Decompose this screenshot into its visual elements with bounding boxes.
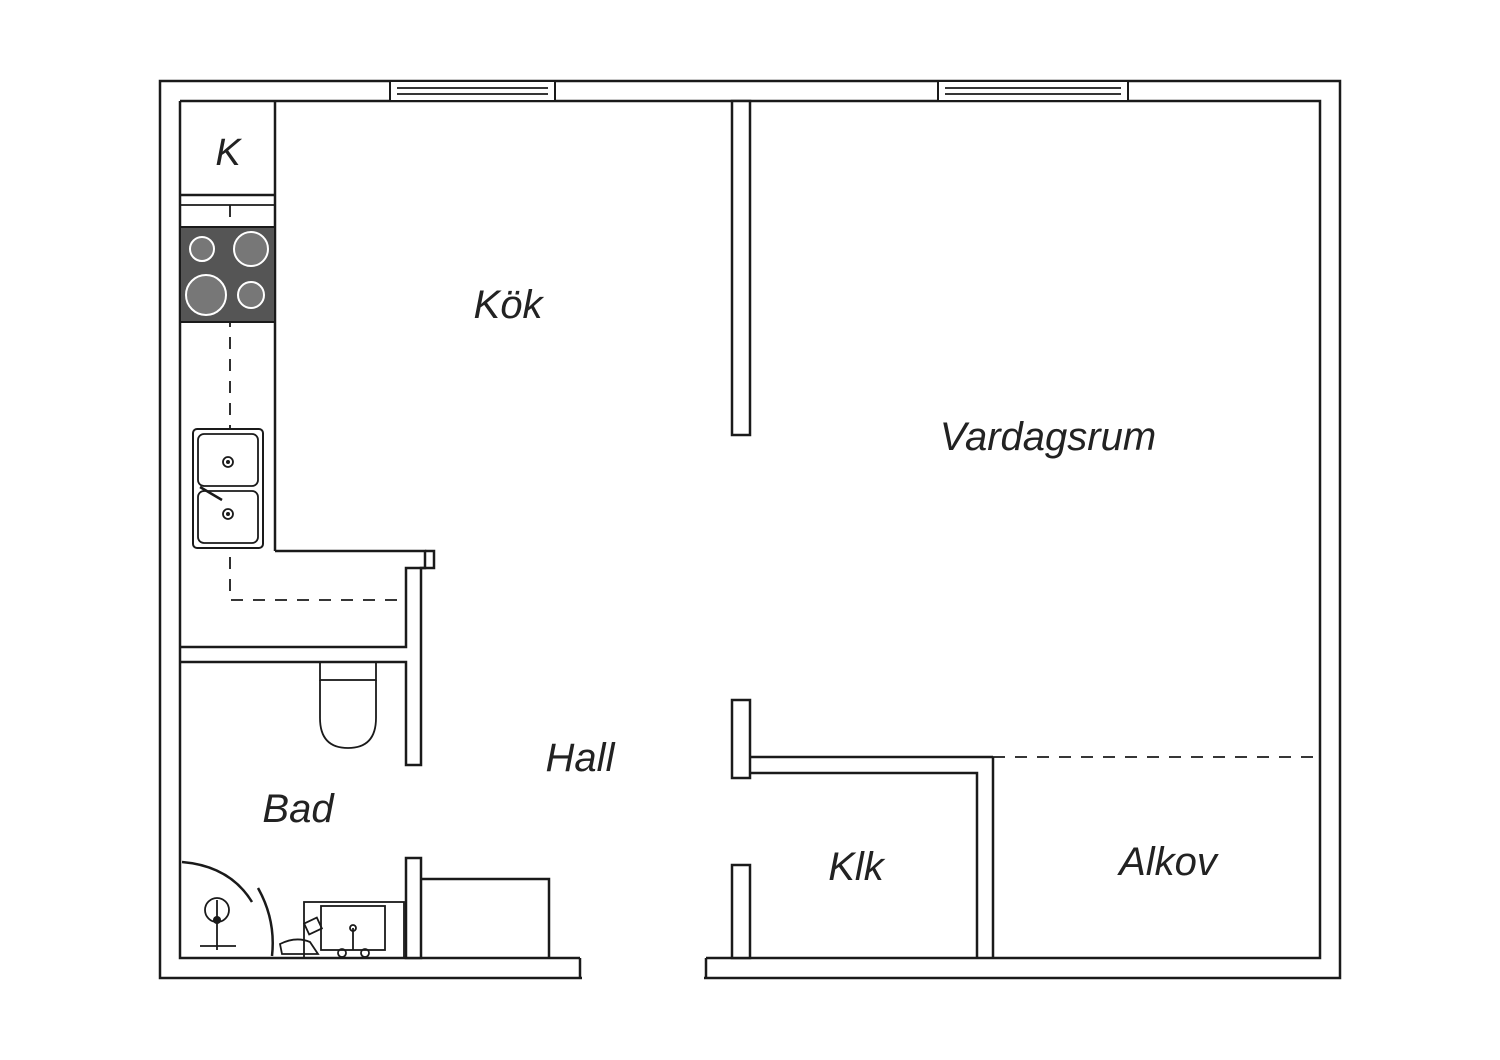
room-label-vardagsrum: Vardagsrum [940,415,1156,459]
shower-icon [181,860,274,957]
room-label-hall: Hall [546,736,616,780]
room-label-kok: Kök [474,283,545,327]
kitchen-counter [180,101,406,601]
room-label-alkov: Alkov [1117,840,1219,884]
sink-icon [192,428,264,549]
stove-icon [179,226,276,323]
window-vardagsrum [937,80,1129,102]
window-kok [389,80,556,102]
toilet-icon [319,661,377,749]
washbasin-icon [278,901,405,959]
room-label-klk: Klk [828,845,886,889]
room-label-bad: Bad [262,787,335,831]
fridge-label: K [215,132,242,174]
interior-walls [180,99,1320,960]
